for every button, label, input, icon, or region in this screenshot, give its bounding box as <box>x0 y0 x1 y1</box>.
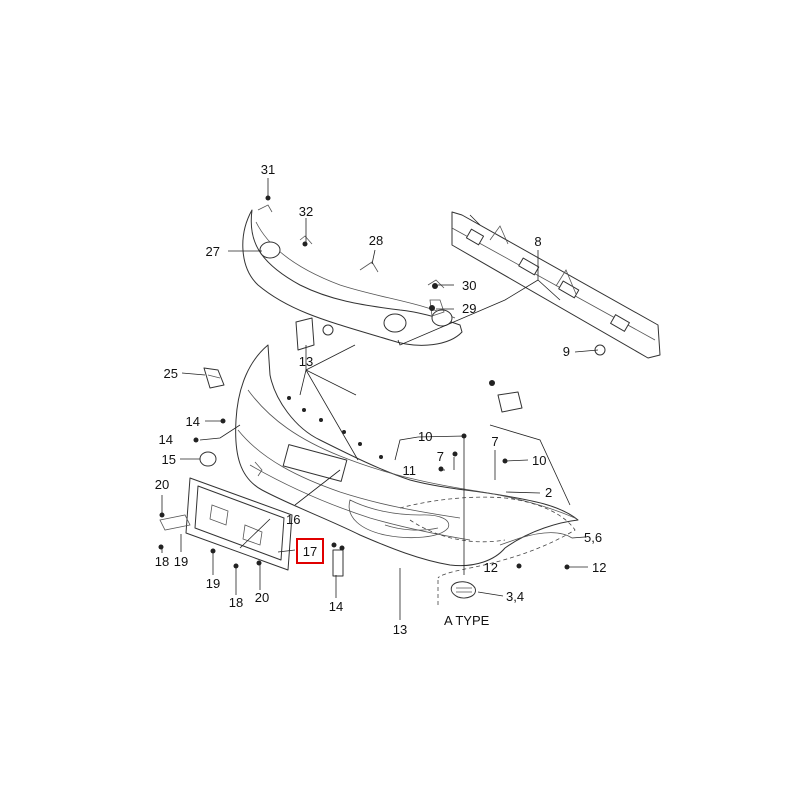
callout-13-lower: 13 <box>393 622 407 637</box>
callout-labels: 31 32 28 27 30 29 8 9 25 13 14 14 15 10 … <box>155 162 607 637</box>
callout-28: 28 <box>369 233 383 248</box>
callout-8: 8 <box>534 234 541 249</box>
callout-30: 30 <box>462 278 476 293</box>
callout-15: 15 <box>162 452 176 467</box>
callout-18-lower: 18 <box>229 595 243 610</box>
a-type-lip <box>399 496 576 605</box>
reflector-14 <box>332 549 344 577</box>
fog-lamp-3-4 <box>450 581 476 599</box>
callout-7-left: 7 <box>437 449 444 464</box>
upper-grille-panel <box>242 204 463 346</box>
callout-18-left: 18 <box>155 554 169 569</box>
leader-lines <box>161 178 599 620</box>
callout-14-lower: 14 <box>329 599 343 614</box>
variant-label: A TYPE <box>444 613 490 628</box>
cable-5-6 <box>499 532 573 546</box>
callout-20-lower: 20 <box>255 590 269 605</box>
mount-bracket-right <box>489 380 523 413</box>
impact-beam <box>451 211 661 359</box>
callout-12-left: 12 <box>484 560 498 575</box>
callout-27: 27 <box>206 244 220 259</box>
callout-12-right: 12 <box>592 560 606 575</box>
callout-2: 2 <box>545 485 552 500</box>
callout-10-upper: 10 <box>418 429 432 444</box>
callout-7-right: 7 <box>491 434 498 449</box>
license-plate-bracket <box>159 477 293 571</box>
callout-19-left: 19 <box>174 554 188 569</box>
callout-19-lower: 19 <box>206 576 220 591</box>
mount-bracket-13 <box>295 317 334 351</box>
callout-14-upper: 14 <box>186 414 200 429</box>
callout-31: 31 <box>261 162 275 177</box>
callout-13-upper: 13 <box>299 354 313 369</box>
highlight-box <box>296 538 324 564</box>
callout-9: 9 <box>563 344 570 359</box>
callout-3-4: 3,4 <box>506 589 524 604</box>
bumper-cover <box>235 344 579 567</box>
fog-lamp-cover-15 <box>199 451 217 467</box>
callout-14-middle: 14 <box>159 432 173 447</box>
callout-25: 25 <box>164 366 178 381</box>
callout-16: 16 <box>286 512 300 527</box>
callout-10-lower: 10 <box>532 453 546 468</box>
callout-20-upper: 20 <box>155 477 169 492</box>
callout-17: 17 <box>303 544 317 559</box>
callout-11: 11 <box>403 463 417 478</box>
callout-32: 32 <box>299 204 313 219</box>
callout-5-6: 5,6 <box>584 530 602 545</box>
callout-29: 29 <box>462 301 476 316</box>
side-bracket-25 <box>203 367 225 389</box>
